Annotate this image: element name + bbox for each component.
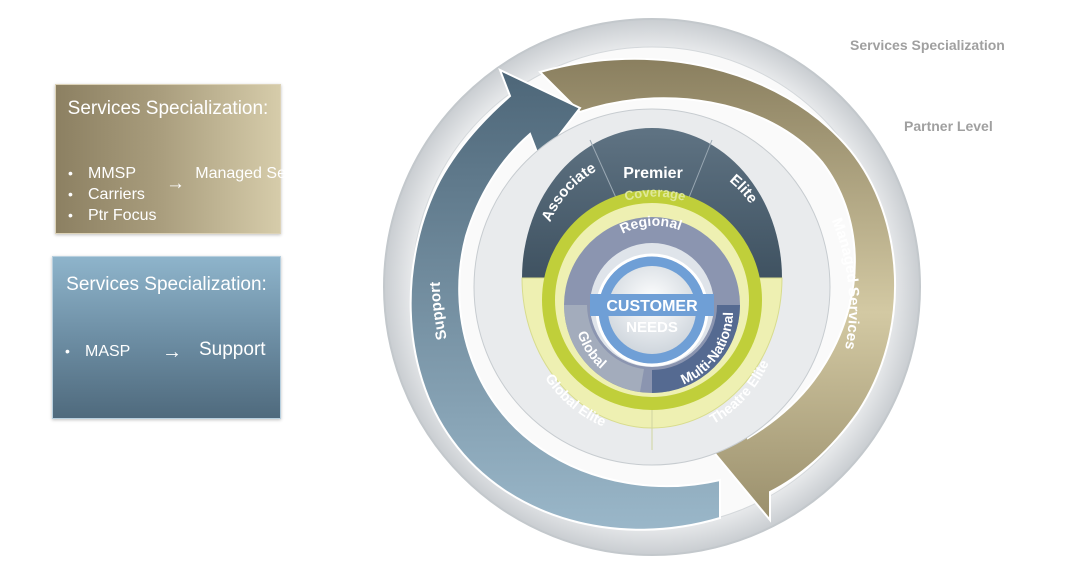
premier-label: Premier (623, 165, 683, 182)
multi-national-arrow (652, 305, 740, 393)
legend-target-managed-services: Managed Services (194, 163, 329, 184)
legend-bullet-carriers: Carriers (62, 184, 156, 205)
divider-associate-premier (589, 139, 618, 201)
legend-target-support: Support (199, 339, 266, 360)
legend-box-title: Services Specialization: (67, 98, 269, 119)
services-specialization-label: Services Specialization (850, 37, 1005, 53)
legend-box-title: Services Specialization: (66, 274, 267, 295)
legend-bullet-list: MMSP Carriers Ptr Focus (62, 163, 156, 226)
coverage-label: Coverage (623, 185, 688, 204)
managed-services-arrow (538, 57, 896, 523)
support-arrow (409, 68, 721, 531)
divider-premier-elite (687, 139, 713, 201)
legend-target-text: Managed Services (195, 165, 328, 182)
right-arrow-icon: → (162, 341, 182, 363)
legend-bullet-mmsp: MMSP (62, 163, 156, 184)
partner-level-label: Partner Level (904, 118, 993, 134)
center-customer-label: CUSTOMER (606, 298, 698, 315)
support-legend-box: Services Specialization: MASP → Support (52, 256, 281, 419)
center-band (590, 294, 714, 316)
global-arrow (564, 305, 644, 392)
right-arrow-icon: → (166, 173, 185, 194)
center-needs-label: NEEDS (626, 319, 678, 336)
legend-bullet-ptr-focus: Ptr Focus (62, 205, 156, 226)
managed-services-legend-box: Services Specialization: MMSP Carriers P… (55, 84, 328, 234)
legend-bullet-masp: MASP (59, 341, 130, 362)
legend-bullet-list: MASP (59, 341, 130, 362)
